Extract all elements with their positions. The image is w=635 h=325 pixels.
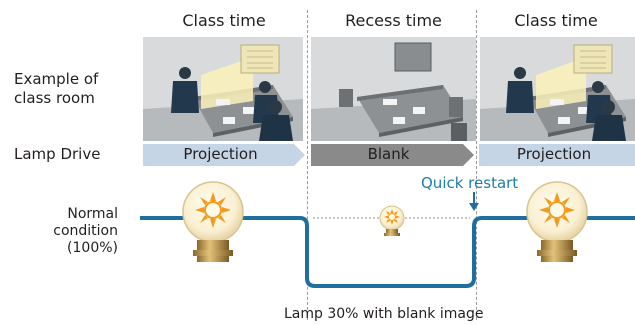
quick-restart-label: Quick restart (421, 174, 519, 192)
sun-icon (195, 192, 231, 228)
projection-arrow-2 (479, 144, 635, 166)
classroom-label-line1: Example of (14, 70, 99, 88)
normal-condition-line1: Normal (67, 206, 118, 222)
column-title-class-time-1: Class time (182, 11, 266, 30)
lamp-drive-label-projection-2: Projection (516, 145, 592, 163)
normal-condition-line3: (100%) (67, 240, 118, 256)
lamp-30-percent-note: Lamp 30% with blank image (284, 306, 484, 322)
arrow-down-icon (469, 192, 479, 211)
classroom-class-svg-1 (143, 37, 303, 141)
classroom-illustration-recess (311, 37, 476, 141)
classroom-class-svg-2 (480, 37, 635, 141)
lamp-bulb-icon (182, 181, 244, 262)
column-title-class-time-2: Class time (514, 11, 598, 30)
column-separator-1 (307, 10, 308, 320)
classroom-illustration-class-1 (143, 37, 303, 141)
column-title-recess-time: Recess time (345, 11, 442, 30)
classroom-illustration-class-2 (480, 37, 635, 141)
classroom-row-label: Example of class room (14, 70, 98, 108)
blank-arrow (311, 144, 474, 166)
lamp-drive-label-projection-1: Projection (183, 145, 258, 163)
lamp-drive-row-label: Lamp Drive (14, 145, 101, 163)
column-separator-2 (476, 10, 477, 320)
projector-screen-icon (394, 42, 432, 72)
lamp-drive-label-blank: Blank (367, 145, 410, 163)
normal-condition-line2: condition (53, 223, 118, 239)
classroom-recess-svg (311, 37, 476, 141)
normal-condition-label: Normal condition (100%) (40, 206, 118, 257)
lamp-bulb-icon (379, 205, 405, 236)
lamp-power-line (140, 216, 635, 288)
sun-icon (384, 209, 400, 225)
lamp-bulb-icon (526, 181, 588, 262)
sun-icon (539, 192, 575, 228)
classroom-label-line2: class room (14, 89, 95, 107)
projection-arrow-1 (143, 144, 305, 166)
